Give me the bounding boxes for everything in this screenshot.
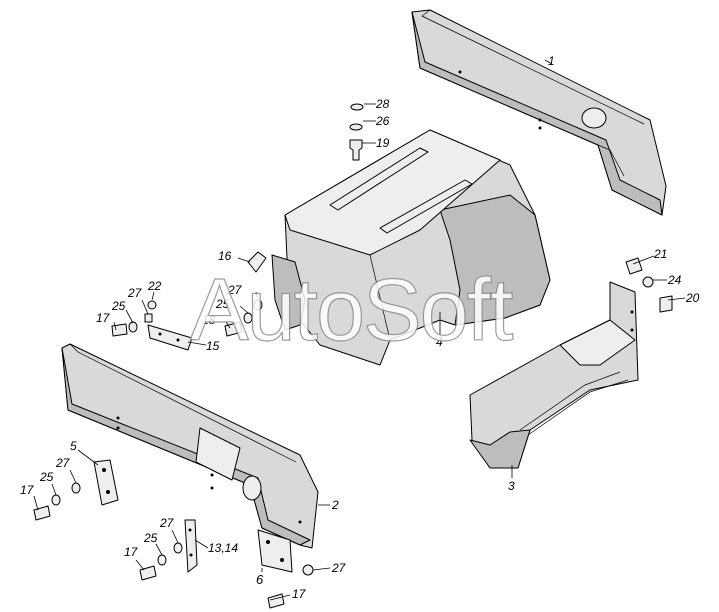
callout-27-b: 27: [227, 283, 243, 297]
part-1-rear-panel: [411, 9, 667, 216]
callout-27-c: 27: [55, 456, 71, 470]
callout-19: 19: [376, 136, 390, 150]
callout-25-a: 25: [111, 299, 126, 313]
autosoft-watermark: AutoSoft: [190, 260, 513, 359]
part-5-bracket: [93, 459, 119, 506]
part-13-14-bracket: [184, 519, 198, 573]
callout-28: 28: [375, 97, 390, 111]
callout-21: 21: [653, 247, 667, 261]
callout-27-e: 27: [331, 561, 347, 575]
callout-15: 15: [206, 339, 220, 353]
part-15-bracket: [147, 324, 193, 351]
callout-27-d: 27: [159, 516, 175, 530]
callout-25-c: 25: [39, 470, 54, 484]
callout-labels: 1 28 26 19 16 4 21 24 20 3 2 17 25 27 22…: [20, 54, 700, 601]
callout-17-b: 17: [20, 483, 35, 497]
callout-22: 22: [147, 279, 162, 293]
callout-13-14: 13,14: [208, 541, 238, 555]
callout-25-b: 25: [215, 297, 230, 311]
callout-25-d: 25: [143, 531, 158, 545]
leader-lines: [33, 59, 686, 601]
callout-6: 6: [256, 572, 264, 587]
part-4-central-cover: [271, 129, 551, 366]
callout-24: 24: [667, 273, 682, 287]
callout-17-d: 17: [292, 587, 307, 601]
callout-17-a: 17: [96, 311, 111, 325]
callout-4: 4: [436, 335, 443, 349]
part-6-plate: [257, 529, 293, 573]
part-3-side-panel: [469, 281, 639, 469]
callout-20: 20: [685, 291, 700, 305]
callout-5: 5: [70, 439, 77, 453]
part-2-front-panel: [61, 343, 319, 549]
callout-27-a: 27: [127, 286, 143, 300]
callout-18: 18: [202, 313, 216, 327]
callout-3: 3: [508, 479, 515, 493]
callout-26: 26: [375, 114, 390, 128]
callout-17-c: 17: [124, 545, 139, 559]
callout-2: 2: [331, 498, 339, 512]
callout-16: 16: [218, 249, 232, 263]
callout-1: 1: [548, 54, 555, 68]
